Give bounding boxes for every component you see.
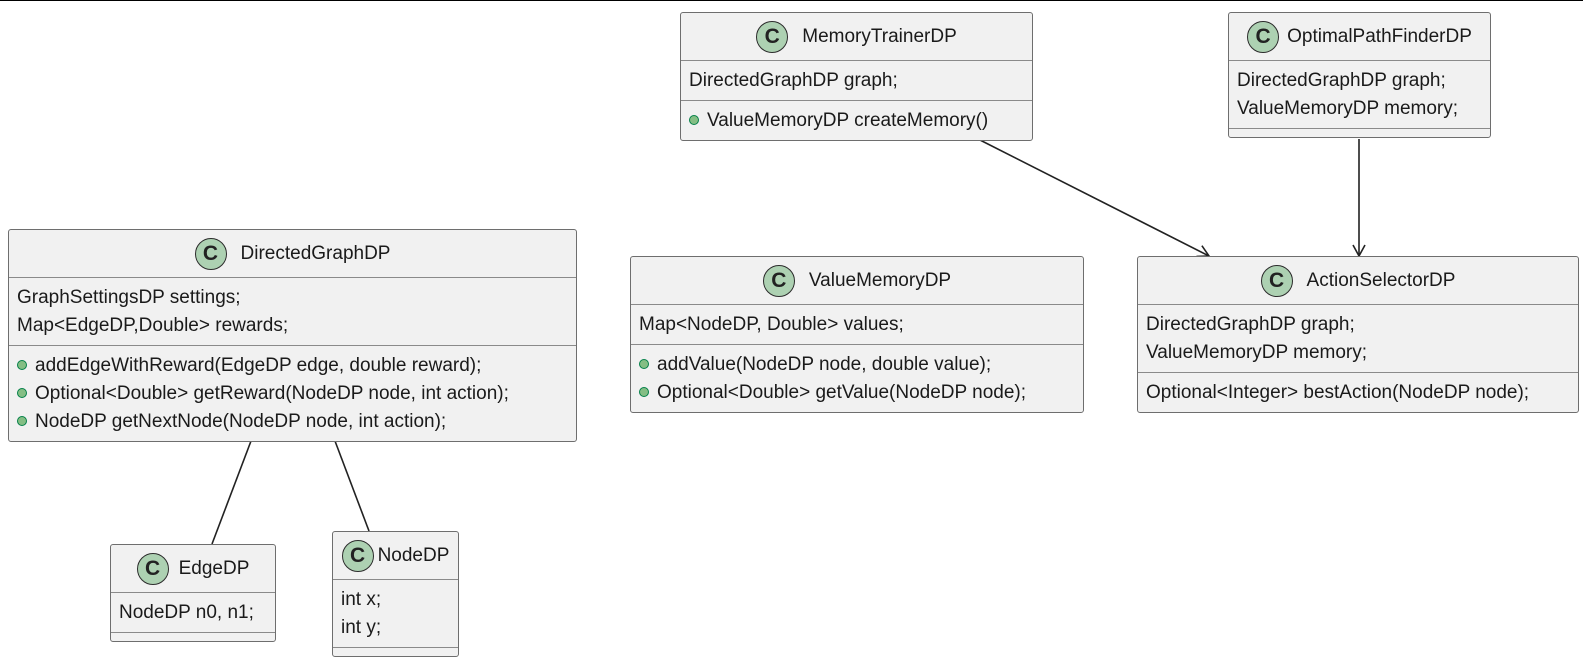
method-row: Optional<Double> getValue(NodeDP node); <box>639 378 1075 406</box>
method-text: Optional<Integer> bestAction(NodeDP node… <box>1146 381 1530 403</box>
method-text: ValueMemoryDP createMemory() <box>707 109 989 131</box>
methods-section-empty <box>333 648 458 656</box>
field-text: Map<NodeDP, Double> values; <box>639 313 904 335</box>
class-c-badge-icon: C <box>756 20 789 53</box>
field-text: NodeDP n0, n1; <box>119 601 254 623</box>
class-actionselectordp[interactable]: C ActionSelectorDP DirectedGraphDP graph… <box>1137 256 1579 413</box>
field-row: int y; <box>341 613 450 641</box>
field-row: DirectedGraphDP graph; <box>1146 310 1570 338</box>
public-method-icon <box>639 387 649 397</box>
field-text: GraphSettingsDP settings; <box>17 286 241 308</box>
class-header: C OptimalPathFinderDP <box>1229 13 1490 61</box>
methods-section: addEdgeWithReward(EdgeDP edge, double re… <box>9 346 576 441</box>
class-c-badge-icon: C <box>762 264 795 297</box>
method-text: Optional<Double> getValue(NodeDP node); <box>657 381 1026 403</box>
class-memorytrainerdp[interactable]: C MemoryTrainerDP DirectedGraphDP graph;… <box>680 12 1033 141</box>
method-row: addEdgeWithReward(EdgeDP edge, double re… <box>17 351 568 379</box>
class-name: NodeDP <box>377 545 450 566</box>
class-name: ValueMemoryDP <box>808 270 952 291</box>
field-row: int x; <box>341 585 450 613</box>
class-optimalpathfinderdp[interactable]: C OptimalPathFinderDP DirectedGraphDP gr… <box>1228 12 1491 138</box>
public-method-icon <box>17 416 27 426</box>
field-text: int y; <box>341 616 382 638</box>
top-border-line <box>0 0 1583 1</box>
field-text: DirectedGraphDP graph; <box>1146 313 1355 335</box>
class-valuememorydp[interactable]: C ValueMemoryDP Map<NodeDP, Double> valu… <box>630 256 1084 413</box>
class-name: EdgeDP <box>178 558 250 579</box>
method-row: Optional<Integer> bestAction(NodeDP node… <box>1146 378 1570 406</box>
fields-section: Map<NodeDP, Double> values; <box>631 305 1083 345</box>
public-method-icon <box>17 360 27 370</box>
field-text: int x; <box>341 588 382 610</box>
method-text: addEdgeWithReward(EdgeDP edge, double re… <box>35 354 482 376</box>
association-arrow-memorytrainer-to-actionselector <box>977 138 1211 258</box>
methods-section-empty <box>111 633 275 641</box>
class-name: ActionSelectorDP <box>1306 270 1456 291</box>
composition-node-to-directedgraph <box>335 441 370 532</box>
methods-section: ValueMemoryDP createMemory() <box>681 101 1032 140</box>
methods-section: Optional<Integer> bestAction(NodeDP node… <box>1138 373 1578 412</box>
class-header: C ActionSelectorDP <box>1138 257 1578 305</box>
field-row: ValueMemoryDP memory; <box>1146 338 1570 366</box>
field-row: NodeDP n0, n1; <box>119 598 267 626</box>
method-row: NodeDP getNextNode(NodeDP node, int acti… <box>17 407 568 435</box>
class-name: DirectedGraphDP <box>240 243 391 264</box>
fields-section: DirectedGraphDP graph; ValueMemoryDP mem… <box>1138 305 1578 373</box>
public-method-icon <box>689 115 699 125</box>
public-method-icon <box>639 359 649 369</box>
class-header: C ValueMemoryDP <box>631 257 1083 305</box>
field-row: DirectedGraphDP graph; <box>689 66 1024 94</box>
field-text: DirectedGraphDP graph; <box>689 69 898 91</box>
class-header: C NodeDP <box>333 532 458 580</box>
class-name: OptimalPathFinderDP <box>1287 26 1472 47</box>
class-c-badge-icon: C <box>194 237 227 270</box>
class-directedgraphdp[interactable]: C DirectedGraphDP GraphSettingsDP settin… <box>8 229 577 442</box>
class-header: C DirectedGraphDP <box>9 230 576 278</box>
fields-section: DirectedGraphDP graph; <box>681 61 1032 101</box>
method-row: addValue(NodeDP node, double value); <box>639 350 1075 378</box>
field-text: ValueMemoryDP memory; <box>1237 97 1459 119</box>
class-header: C MemoryTrainerDP <box>681 13 1032 61</box>
class-edgedp[interactable]: C EdgeDP NodeDP n0, n1; <box>110 544 276 642</box>
field-text: DirectedGraphDP graph; <box>1237 69 1446 91</box>
method-row: Optional<Double> getReward(NodeDP node, … <box>17 379 568 407</box>
field-text: Map<EdgeDP,Double> rewards; <box>17 314 289 336</box>
field-row: Map<NodeDP, Double> values; <box>639 310 1075 338</box>
field-row: DirectedGraphDP graph; <box>1237 66 1482 94</box>
methods-section: addValue(NodeDP node, double value); Opt… <box>631 345 1083 412</box>
fields-section: NodeDP n0, n1; <box>111 593 275 633</box>
class-name: MemoryTrainerDP <box>802 26 957 47</box>
fields-section: GraphSettingsDP settings; Map<EdgeDP,Dou… <box>9 278 576 346</box>
class-c-badge-icon: C <box>341 539 374 572</box>
method-row: ValueMemoryDP createMemory() <box>689 106 1024 134</box>
class-c-badge-icon: C <box>1247 20 1280 53</box>
public-method-icon <box>17 388 27 398</box>
field-row: ValueMemoryDP memory; <box>1237 94 1482 122</box>
field-row: Map<EdgeDP,Double> rewards; <box>17 311 568 339</box>
class-c-badge-icon: C <box>136 552 169 585</box>
method-text: addValue(NodeDP node, double value); <box>657 353 992 375</box>
field-text: ValueMemoryDP memory; <box>1146 341 1368 363</box>
method-text: Optional<Double> getReward(NodeDP node, … <box>35 382 509 404</box>
fields-section: DirectedGraphDP graph; ValueMemoryDP mem… <box>1229 61 1490 129</box>
class-c-badge-icon: C <box>1260 264 1293 297</box>
class-header: C EdgeDP <box>111 545 275 593</box>
composition-edge-to-directedgraph <box>211 441 251 545</box>
method-text: NodeDP getNextNode(NodeDP node, int acti… <box>35 410 447 432</box>
methods-section-empty <box>1229 129 1490 137</box>
class-nodedp[interactable]: C NodeDP int x; int y; <box>332 531 459 657</box>
fields-section: int x; int y; <box>333 580 458 648</box>
field-row: GraphSettingsDP settings; <box>17 283 568 311</box>
